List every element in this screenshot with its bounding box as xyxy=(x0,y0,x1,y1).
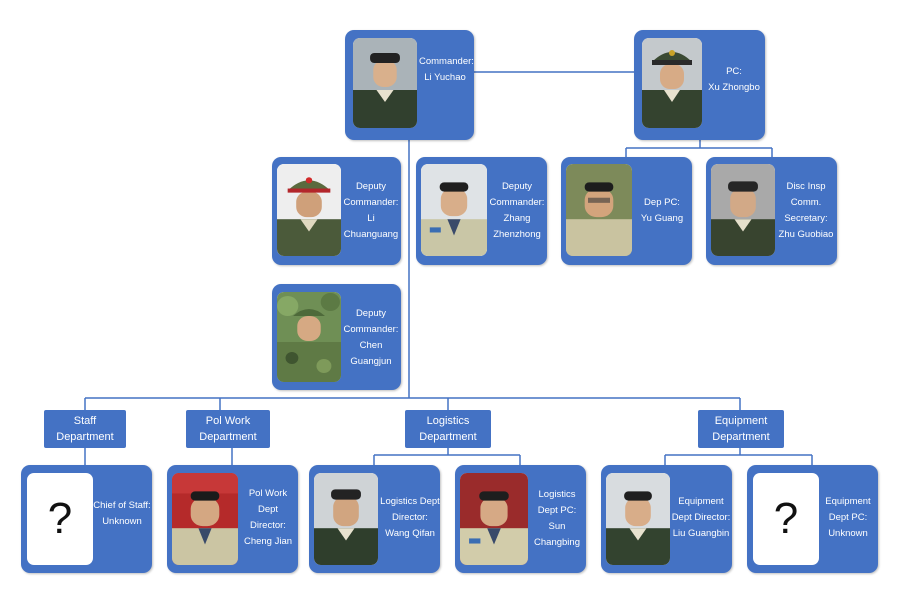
label-commander: Commander:Li Yuchao xyxy=(419,56,474,83)
photo-logistics-director xyxy=(314,473,378,565)
label-chief-of-staff: Chief of Staff:Unknown xyxy=(93,500,151,527)
photo-disc-insp xyxy=(711,164,775,256)
unknown-marker: ? xyxy=(27,473,93,565)
photo-dep-pc xyxy=(566,164,632,256)
photo-deputy-chen-guangjun xyxy=(277,292,341,382)
card-dep-pc: Dep PC:Yu Guang xyxy=(561,157,692,265)
photo-commander xyxy=(353,38,417,128)
photo-deputy-li-chuanguang xyxy=(277,164,341,256)
photo-pol-work-director xyxy=(172,473,238,565)
unknown-marker: ? xyxy=(753,473,819,565)
photo-pc xyxy=(642,38,702,128)
card-chief-of-staff: ? Chief of Staff:Unknown xyxy=(21,465,152,573)
card-commander: Commander:Li Yuchao xyxy=(345,30,474,140)
label-dep-pc: Dep PC:Yu Guang xyxy=(640,197,684,224)
label-pc: PC:Xu Zhongbo xyxy=(708,66,760,93)
photo-equipment-director xyxy=(606,473,670,565)
card-pc: PC:Xu Zhongbo xyxy=(634,30,765,140)
photo-logistics-dept-pc xyxy=(460,473,528,565)
photo-deputy-zhang-zhenzhong xyxy=(421,164,487,256)
